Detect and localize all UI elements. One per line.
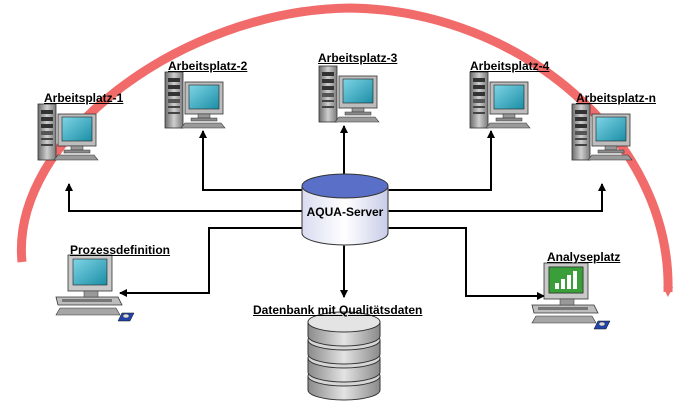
analysis-label: Analyseplatz [547, 250, 621, 264]
server-cylinder [301, 173, 389, 246]
analysis-station-icon [531, 262, 611, 330]
workstation-4-icon [469, 71, 531, 129]
process-definition-label: Prozessdefinition [70, 243, 171, 257]
link-arbeitsplatz-n [382, 183, 606, 215]
link-analyseplatz [382, 224, 545, 300]
link-prozessdefinition [119, 224, 309, 297]
workstation-n-icon [571, 103, 633, 161]
workstation-3-label: Arbeitsplatz-3 [318, 51, 398, 65]
workstation-1-label: Arbeitsplatz-1 [44, 91, 124, 105]
link-arbeitsplatz-1 [65, 183, 309, 215]
server-label: AQUA-Server [307, 205, 384, 219]
database-label: Datenbank mit Qualitätsdaten [253, 303, 423, 317]
process-definition-station-icon [55, 254, 135, 322]
workstation-4-label: Arbeitsplatz-4 [470, 59, 550, 73]
workstation-2-icon [164, 71, 226, 129]
connection-lines [65, 125, 606, 300]
workstation-3-icon [318, 65, 380, 123]
link-arbeitsplatz-4 [382, 130, 495, 194]
link-arbeitsplatz-2 [199, 130, 309, 194]
database-icon [307, 311, 381, 401]
workstation-n-label: Arbeitsplatz-n [576, 91, 657, 105]
workstation-2-label: Arbeitsplatz-2 [168, 59, 248, 73]
